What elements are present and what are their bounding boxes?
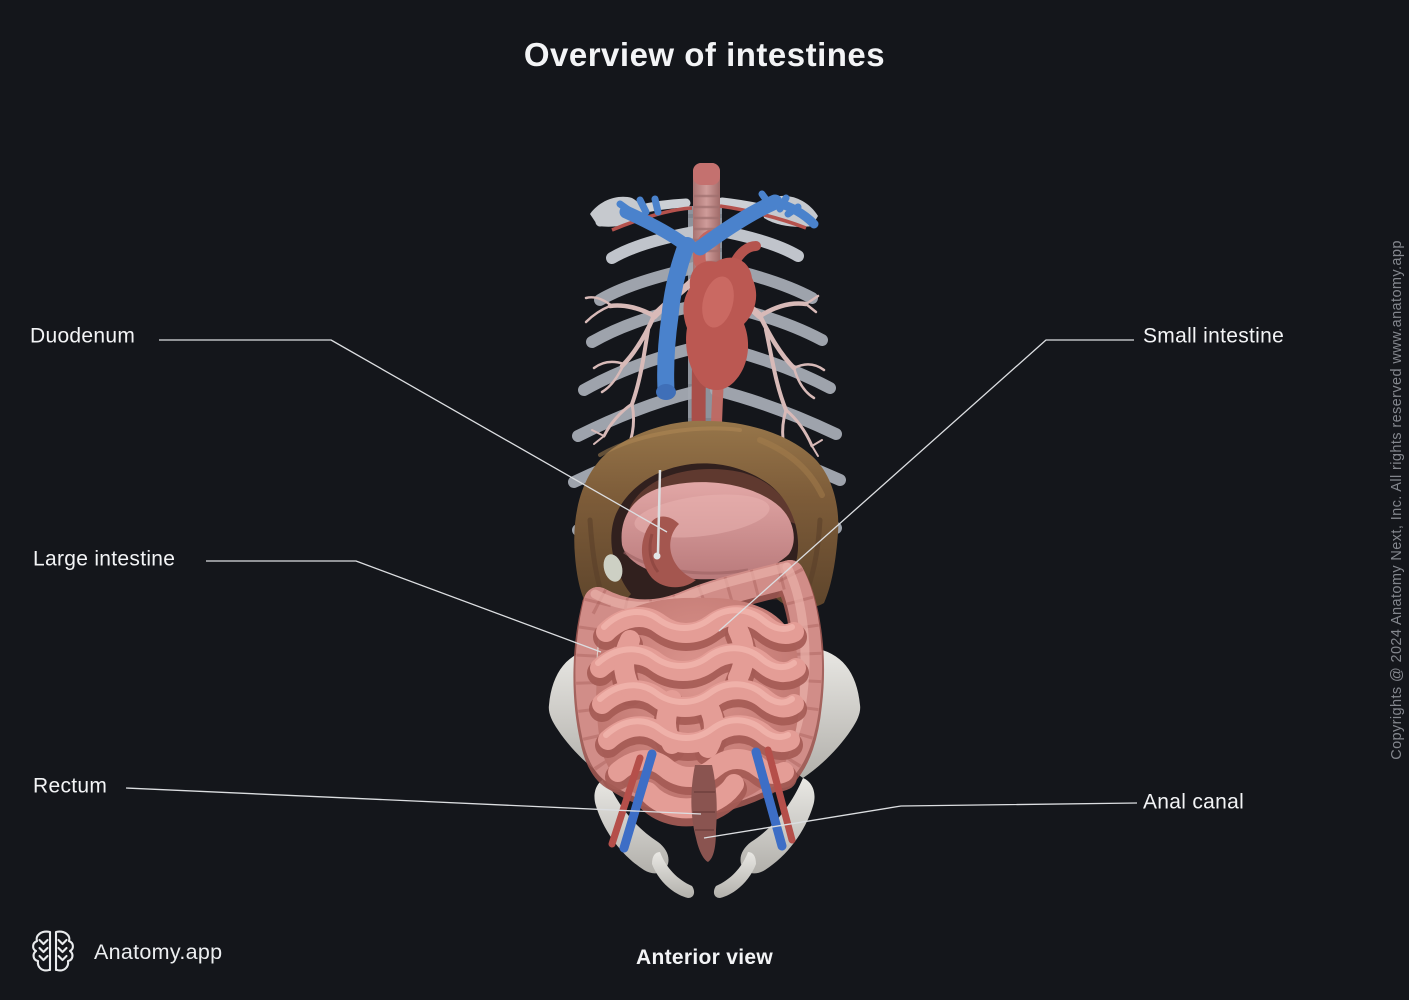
page-title: Overview of intestines — [523, 36, 886, 73]
rectum — [691, 765, 717, 862]
label-duodenum: Duodenum — [30, 324, 136, 348]
label-small-intestine: Small intestine — [1143, 324, 1285, 348]
pelvis-tips — [652, 852, 756, 898]
duodenum — [641, 516, 696, 588]
label-large-intestine: Large intestine — [33, 547, 176, 571]
copyright-vertical-text: Copyrights @ 2024 Anatomy Next, Inc. All… — [1389, 240, 1405, 760]
gallbladder — [603, 554, 623, 582]
view-caption: Anterior view — [636, 946, 773, 969]
brand: Anatomy.app — [28, 926, 222, 978]
brand-name: Anatomy.app — [94, 939, 223, 964]
brain-logo-icon — [32, 930, 74, 972]
label-rectum: Rectum — [33, 774, 108, 798]
label-anal-canal: Anal canal — [1143, 790, 1245, 814]
